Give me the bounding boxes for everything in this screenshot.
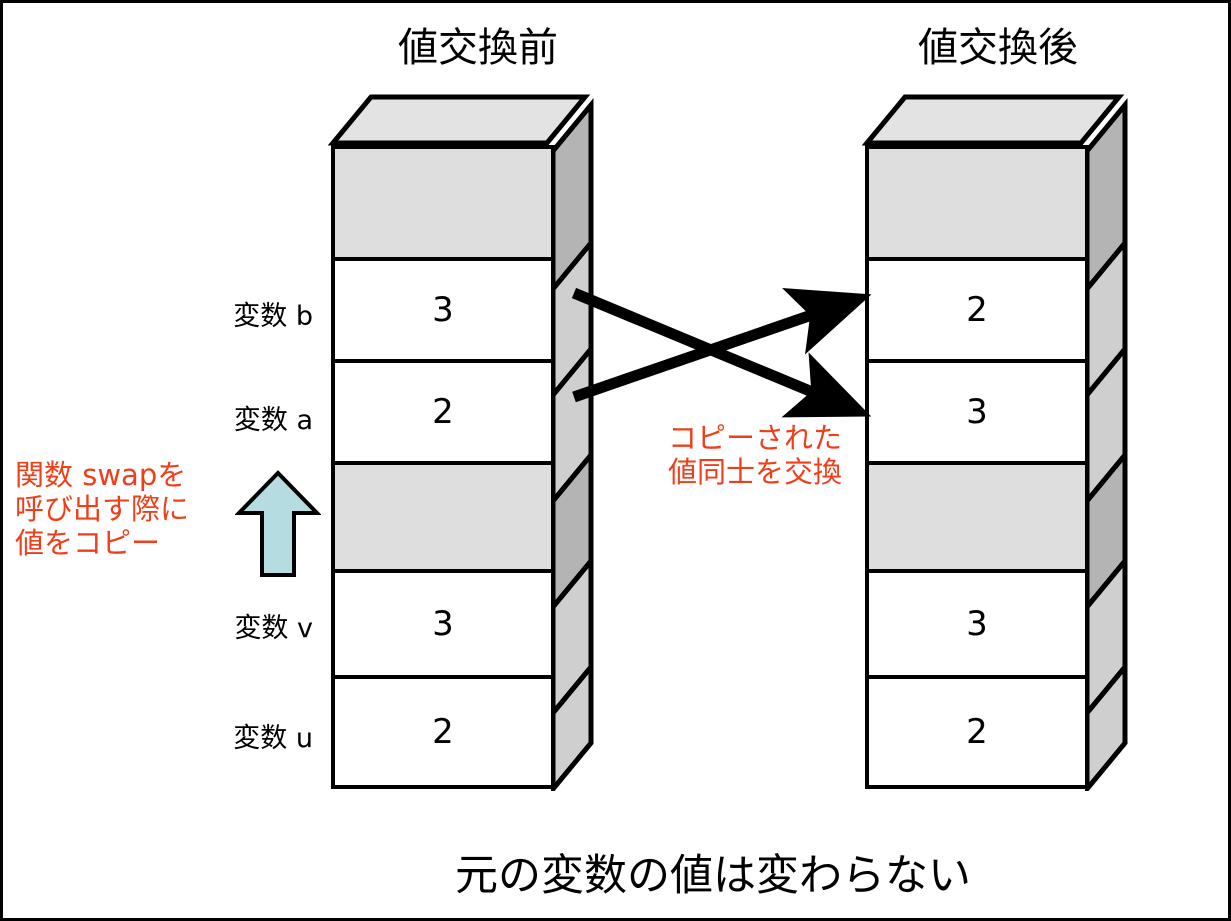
stack-right-cell-a: 3 [865,359,1089,465]
up-arrow-icon [235,470,321,577]
stack-left-cell-u: 2 [331,675,555,789]
stack-right-cell-top-empty [865,145,1089,261]
label-variable-u: 変数 u [233,723,313,754]
stack-left-cell-b: 3 [331,257,555,363]
label-variable-b: 変数 b [233,301,313,332]
label-variable-a: 変数 a [233,405,313,436]
swap-arrows-group [571,287,872,418]
annotation-swap-copied-values: コピーされた 値同士を交換 [667,421,842,490]
label-variable-v: 変数 v [234,613,313,644]
stack-right-top-face [861,94,1125,146]
annotation-copy-on-call: 関数 swapを 呼び出す際に 値をコピー [15,458,190,561]
stack-right-cell-b: 2 [865,257,1089,363]
stack-right-cell-v: 3 [865,569,1089,679]
title-before-swap: 値交換前 [398,25,558,71]
bottom-caption: 元の変数の値は変わらない [455,851,971,901]
stack-right-cell-mid-empty [865,461,1089,573]
stack-right-cell-u: 2 [865,675,1089,789]
stack-left-side-faces [551,98,594,791]
title-after-swap: 値交換後 [918,25,1078,71]
stack-right-side-faces [1085,98,1128,791]
stack-left-cell-mid-empty [331,461,555,573]
stack-left-cell-v: 3 [331,569,555,679]
stack-left-cell-a: 2 [331,359,555,465]
stack-left-cell-top-empty [331,145,555,261]
stack-left-top-face [327,94,591,146]
